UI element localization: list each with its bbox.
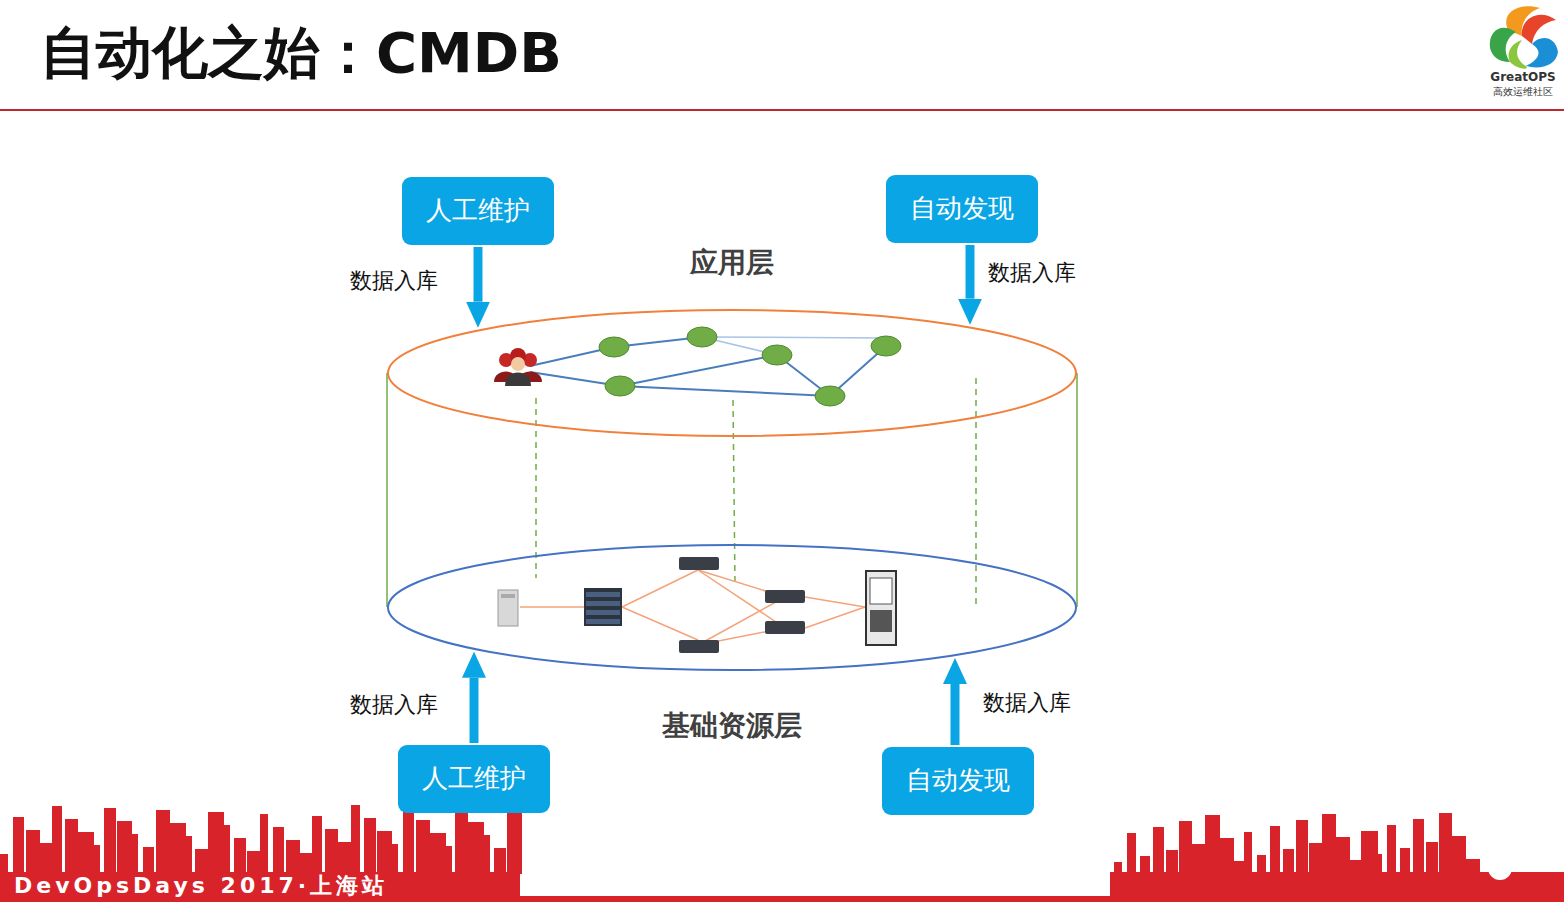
edge-label: 数据入库 — [988, 260, 1076, 286]
title-rule — [0, 109, 1564, 111]
data-arrow — [951, 684, 960, 745]
data-arrow — [474, 247, 483, 302]
edge-label: 数据入库 — [350, 268, 438, 294]
box-label: 自动发现 — [906, 765, 1010, 796]
tower-server — [866, 571, 896, 645]
cylinder-side — [386, 373, 388, 607]
layer-ring — [388, 310, 1076, 436]
footer-text: DevOpsDays 2017·上海站 — [14, 874, 388, 898]
infra-graph — [498, 557, 896, 653]
box-label: 人工维护 — [422, 763, 526, 794]
layer-ellipse: 基础资源层 — [387, 544, 1077, 671]
ellipse-outline — [387, 309, 1077, 437]
layer-ellipse: 应用层 — [387, 309, 1077, 437]
layer-link — [536, 378, 976, 607]
data-arrow — [470, 678, 479, 743]
logo-mark — [1490, 6, 1558, 68]
source-box: 自动发现 — [886, 175, 1038, 243]
cylinder-side — [1076, 373, 1078, 607]
box-label: 自动发现 — [910, 193, 1014, 224]
source-box: 人工维护 — [398, 745, 550, 813]
edge-label: 数据入库 — [350, 692, 438, 718]
page-title: 自动化之始：CMDB — [40, 16, 562, 92]
edge-label: 数据入库 — [983, 690, 1071, 716]
skyline-footer — [0, 805, 1564, 902]
data-arrow — [966, 245, 975, 299]
rack-icon — [584, 588, 622, 626]
server-icon — [498, 590, 518, 626]
app-graph — [494, 327, 901, 406]
switch-icon — [679, 557, 805, 653]
source-box: 人工维护 — [402, 177, 554, 245]
layer-ring — [388, 545, 1076, 670]
layer-heading: 应用层 — [387, 246, 1077, 280]
logo-text: 高效运维社区 — [1480, 86, 1564, 97]
source-box: 自动发现 — [882, 747, 1034, 815]
logo-text: GreatOPS — [1480, 71, 1564, 84]
people-icon — [494, 348, 542, 386]
box-label: 人工维护 — [426, 195, 530, 226]
layer-heading: 基础资源层 — [387, 709, 1077, 743]
ellipse-outline — [387, 544, 1077, 671]
